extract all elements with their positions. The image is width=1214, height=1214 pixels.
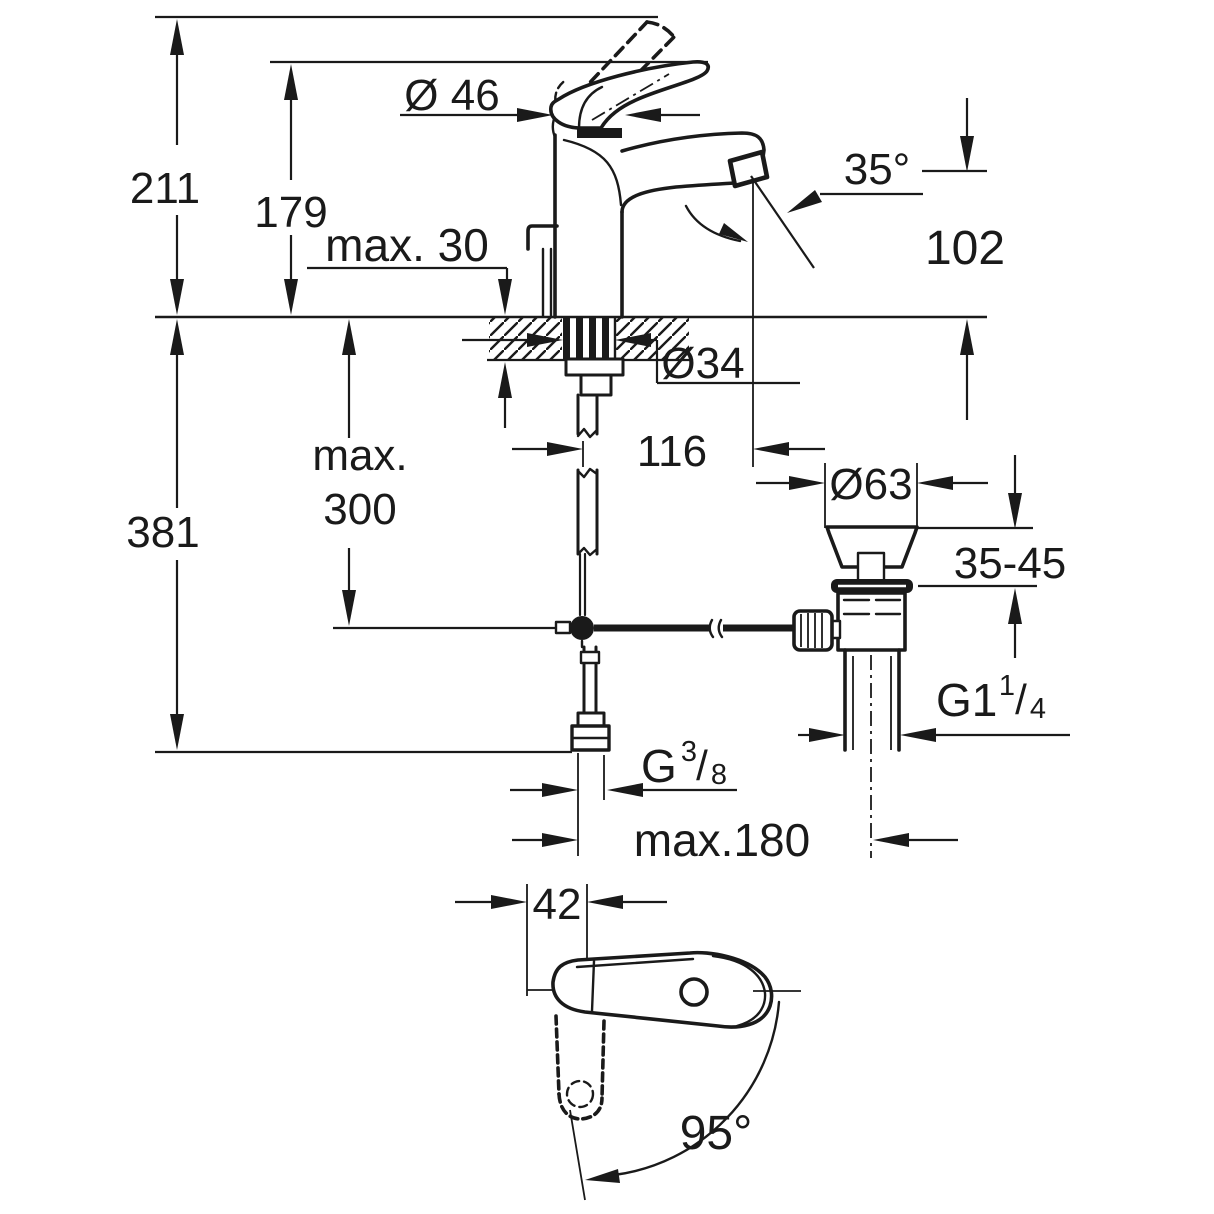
dim-179: 179 <box>254 64 328 315</box>
dim-42: 42 <box>455 880 667 996</box>
handle-base-band <box>577 128 622 138</box>
dim-max300: max. 300 <box>312 319 556 630</box>
dim-max30-label: max. 30 <box>325 219 489 271</box>
dim-g1-label: G1 <box>936 674 997 726</box>
dim-g1-denominator: 4 <box>1030 693 1046 725</box>
threaded-shank <box>563 316 617 362</box>
side-view <box>155 15 987 752</box>
spray-angle-line <box>750 175 815 269</box>
dim-max180-label: max.180 <box>634 814 810 866</box>
handle-lever <box>549 60 710 130</box>
dim-dia63: Ø63 <box>756 460 988 528</box>
pipe-break <box>576 467 599 479</box>
dim-116-label: 116 <box>637 427 707 476</box>
flexible-hose <box>570 645 611 752</box>
dim-max30: max. 30 <box>307 219 512 428</box>
dim-angle35: 35° <box>787 145 987 213</box>
dim-35-45: 35-45 <box>918 455 1066 658</box>
dim-102: 102 <box>925 98 1005 420</box>
g38-nut-top <box>576 711 606 728</box>
dim-dia46: Ø 46 <box>400 71 700 122</box>
dim-g38-denominator: 8 <box>711 759 727 791</box>
dim-381: 381 <box>126 319 572 754</box>
dim-angle95: 95° <box>585 990 801 1183</box>
dim-g3-8: G 3 / 8 <box>510 736 737 856</box>
dim-211-label: 211 <box>130 164 200 213</box>
dim-dia34-label: Ø34 <box>661 339 744 388</box>
dim-g38-numerator: 3 <box>681 736 697 768</box>
flow-direction-arc <box>684 204 742 243</box>
drain-clamp-knob <box>792 609 834 652</box>
linkage-ball-joint <box>570 616 594 640</box>
dim-g1-slash: / <box>1015 676 1027 723</box>
dim-179-label: 179 <box>254 188 327 237</box>
handle-outline <box>551 950 774 1029</box>
dim-max300-label-line1: max. <box>312 431 407 480</box>
dim-dia63-label: Ø63 <box>829 460 912 509</box>
top-view: 42 95° <box>455 880 801 1201</box>
dim-42-label: 42 <box>533 880 582 929</box>
popup-linkage <box>554 552 795 649</box>
flow-arrow <box>719 223 748 242</box>
dim-g1-numerator: 1 <box>999 670 1015 702</box>
swivel-arc <box>612 1000 781 1177</box>
drain-assembly <box>792 525 919 858</box>
handle-top-view-rotated-dashed <box>554 1014 606 1201</box>
dim-102-label: 102 <box>925 222 1005 275</box>
dim-max180: max.180 <box>512 814 958 866</box>
spout-top <box>620 131 766 159</box>
handle-top-view <box>551 950 774 1029</box>
dim-angle95-label: 95° <box>680 1107 753 1160</box>
drain-plug-boss <box>856 551 886 583</box>
dim-angle35-label: 35° <box>844 145 911 194</box>
dim-381-label: 381 <box>126 508 199 557</box>
dim-211: 211 <box>130 19 200 315</box>
handle-axis-centerline <box>591 73 670 121</box>
water-stream-annotation <box>684 175 815 467</box>
rod-break <box>708 618 715 639</box>
popup-rod-knob <box>526 224 559 318</box>
spout-underside <box>620 181 736 214</box>
dim-dia34: Ø34 <box>462 333 800 388</box>
dim-g38-label: G <box>641 740 677 792</box>
pipe-break <box>576 427 599 439</box>
supply-pipe-lower <box>576 467 599 557</box>
dim-g38-slash: / <box>696 742 708 789</box>
dim-dia46-label: Ø 46 <box>404 71 499 120</box>
aerator <box>727 149 770 189</box>
handle-hole <box>679 977 709 1007</box>
dim-g1-1-4: G1 1 / 4 <box>798 670 1070 742</box>
dim-35-45-label: 35-45 <box>954 539 1067 588</box>
drain-tailpipe <box>843 648 901 858</box>
body-spout-blend <box>562 138 623 207</box>
linkage-stub <box>554 620 572 635</box>
shank-nut-and-tailpiece <box>564 357 625 439</box>
drain-valve-body <box>836 591 907 652</box>
rod-break <box>717 618 724 639</box>
faucet-body <box>526 20 770 319</box>
pipe-break <box>576 546 599 557</box>
dim-max300-label-line2: 300 <box>323 485 396 534</box>
dim-116: 116 <box>512 427 825 476</box>
